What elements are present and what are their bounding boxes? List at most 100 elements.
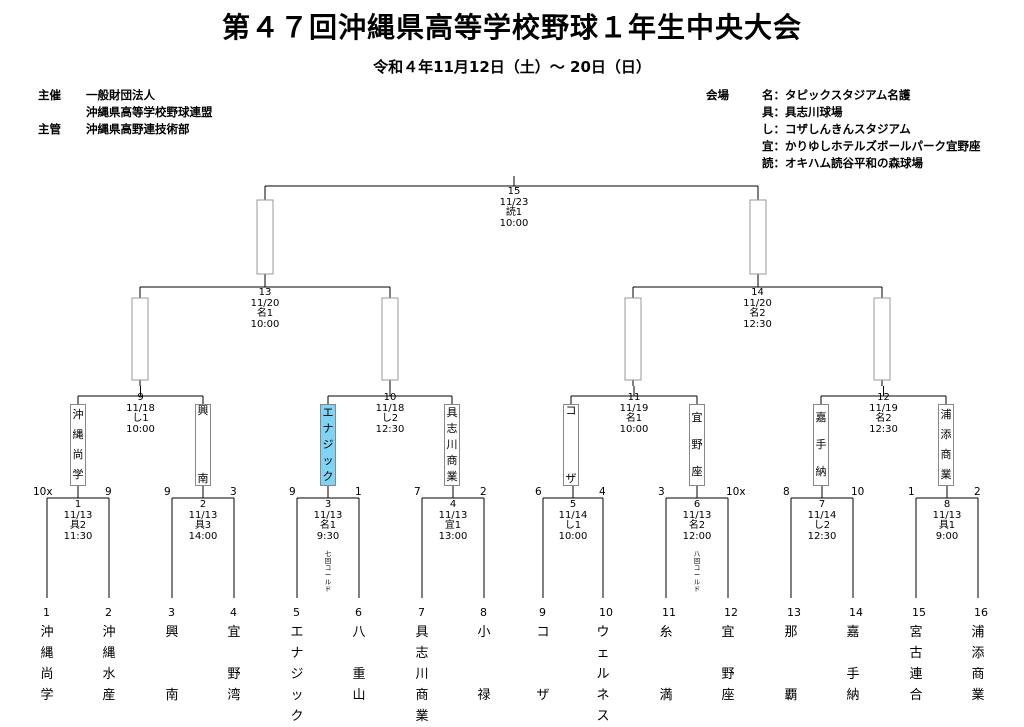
venue-line: 宜：かりゆしホテルズボールパーク宜野座 <box>762 139 981 153</box>
match-date: 11/14 <box>807 509 837 521</box>
match-time: 12:30 <box>375 423 405 435</box>
team-name: エナジック <box>290 625 304 724</box>
team-name: 興 南 <box>165 625 179 703</box>
match-venue: 名2 <box>688 520 706 531</box>
winner-slot <box>624 297 642 381</box>
team-number: 9 <box>539 606 546 619</box>
score-left: 10x <box>33 486 53 498</box>
match-date: 11/20 <box>743 297 772 309</box>
score-right: 3 <box>230 486 237 498</box>
match-venue: 名2 <box>749 308 766 319</box>
match-time: 9:00 <box>935 530 959 542</box>
match-venue: し1 <box>132 413 149 424</box>
match-date: 11/13 <box>63 509 93 521</box>
venue-line: 会場名：タピックスタジアム名護 <box>706 88 911 102</box>
advancing-team: 浦添商業 <box>938 404 954 486</box>
score-left: 7 <box>414 486 421 498</box>
score-left: 3 <box>658 486 665 498</box>
advancing-team: 嘉手納 <box>813 404 829 486</box>
team-name: 八 重山 <box>352 625 366 703</box>
match-date: 11/13 <box>313 509 343 521</box>
match-number: 10 <box>383 392 397 403</box>
score-right: 10 <box>851 486 865 498</box>
venues-block: 会場名：タピックスタジアム名護 具：具志川球場 し：コザしんきんスタジアム 宜：… <box>706 87 981 172</box>
match-date: 11/13 <box>438 509 468 521</box>
team-name: 嘉 手納 <box>846 625 860 703</box>
match-date: 11/18 <box>375 402 405 414</box>
team-name: 宜 野湾 <box>227 625 241 703</box>
match-time: 12:00 <box>682 530 712 542</box>
advancing-team: 宜野座 <box>689 404 705 486</box>
team-number: 3 <box>168 606 175 619</box>
team-number: 1 <box>43 606 50 619</box>
match-number: 15 <box>507 186 521 197</box>
score-left: 9 <box>289 486 296 498</box>
team-number: 14 <box>849 606 863 619</box>
match-date: 11/13 <box>682 509 712 521</box>
match-time: 14:00 <box>188 530 218 542</box>
match-date: 11/18 <box>126 402 155 414</box>
match-number: 8 <box>943 499 951 510</box>
match-date: 11/13 <box>188 509 218 521</box>
finalist-slot <box>256 199 274 275</box>
advancing-team: エナジック <box>320 404 336 486</box>
match-venue: 名1 <box>319 520 337 531</box>
match-time: 12:30 <box>807 530 837 542</box>
match-venue: し2 <box>813 520 831 531</box>
match-number: 14 <box>751 287 764 298</box>
advancing-team: 興南 <box>195 404 211 486</box>
score-right: 2 <box>480 486 487 498</box>
team-name: 那 覇 <box>784 625 798 703</box>
match-time: 10:00 <box>499 217 529 229</box>
match-number: 3 <box>324 499 332 510</box>
organizer-line: 沖縄県高等学校野球連盟 <box>86 105 213 119</box>
team-name: 小 禄 <box>477 625 491 703</box>
winner-slot <box>131 297 149 381</box>
match-venue: 名1 <box>625 413 643 424</box>
match-time: 12:30 <box>743 318 772 330</box>
match-venue: し1 <box>564 520 582 531</box>
match-venue: 宜1 <box>444 520 462 531</box>
match-time: 11:30 <box>63 530 93 542</box>
score-left: 1 <box>908 486 915 498</box>
advancing-team: 具志川商業 <box>444 404 460 486</box>
match-date: 11/19 <box>619 402 649 414</box>
team-number: 7 <box>418 606 425 619</box>
match-number: 1 <box>74 499 82 510</box>
advancing-team: 沖縄尚学 <box>70 404 86 486</box>
team-name: 糸 満 <box>659 625 673 703</box>
match-note: 七回コールド <box>324 550 332 593</box>
team-name: 具志川商業 <box>415 625 429 724</box>
match-time: 9:30 <box>316 530 340 542</box>
match-time: 10:00 <box>619 423 649 435</box>
match-venue: 具1 <box>938 520 956 531</box>
venue-line: 読：オキハム読谷平和の森球場 <box>762 156 923 170</box>
match-venue: 名1 <box>256 308 274 319</box>
match-number: 6 <box>693 499 701 510</box>
match-venue: 読1 <box>505 207 523 218</box>
page-subtitle: 令和４年11月12日（土）～ 20日（日） <box>373 58 651 76</box>
venue-line: 具：具志川球場 <box>762 105 843 119</box>
score-right: 9 <box>105 486 112 498</box>
team-number: 8 <box>480 606 487 619</box>
match-time: 10:00 <box>250 318 280 330</box>
match-date: 11/14 <box>558 509 588 521</box>
match-venue: 名2 <box>875 413 892 424</box>
team-name: 宮古連合 <box>909 625 923 703</box>
match-time: 10:00 <box>126 423 155 435</box>
team-number: 12 <box>724 606 738 619</box>
team-name: 浦添商業 <box>971 625 985 703</box>
team-number: 5 <box>293 606 300 619</box>
finalist-slot <box>749 199 767 275</box>
